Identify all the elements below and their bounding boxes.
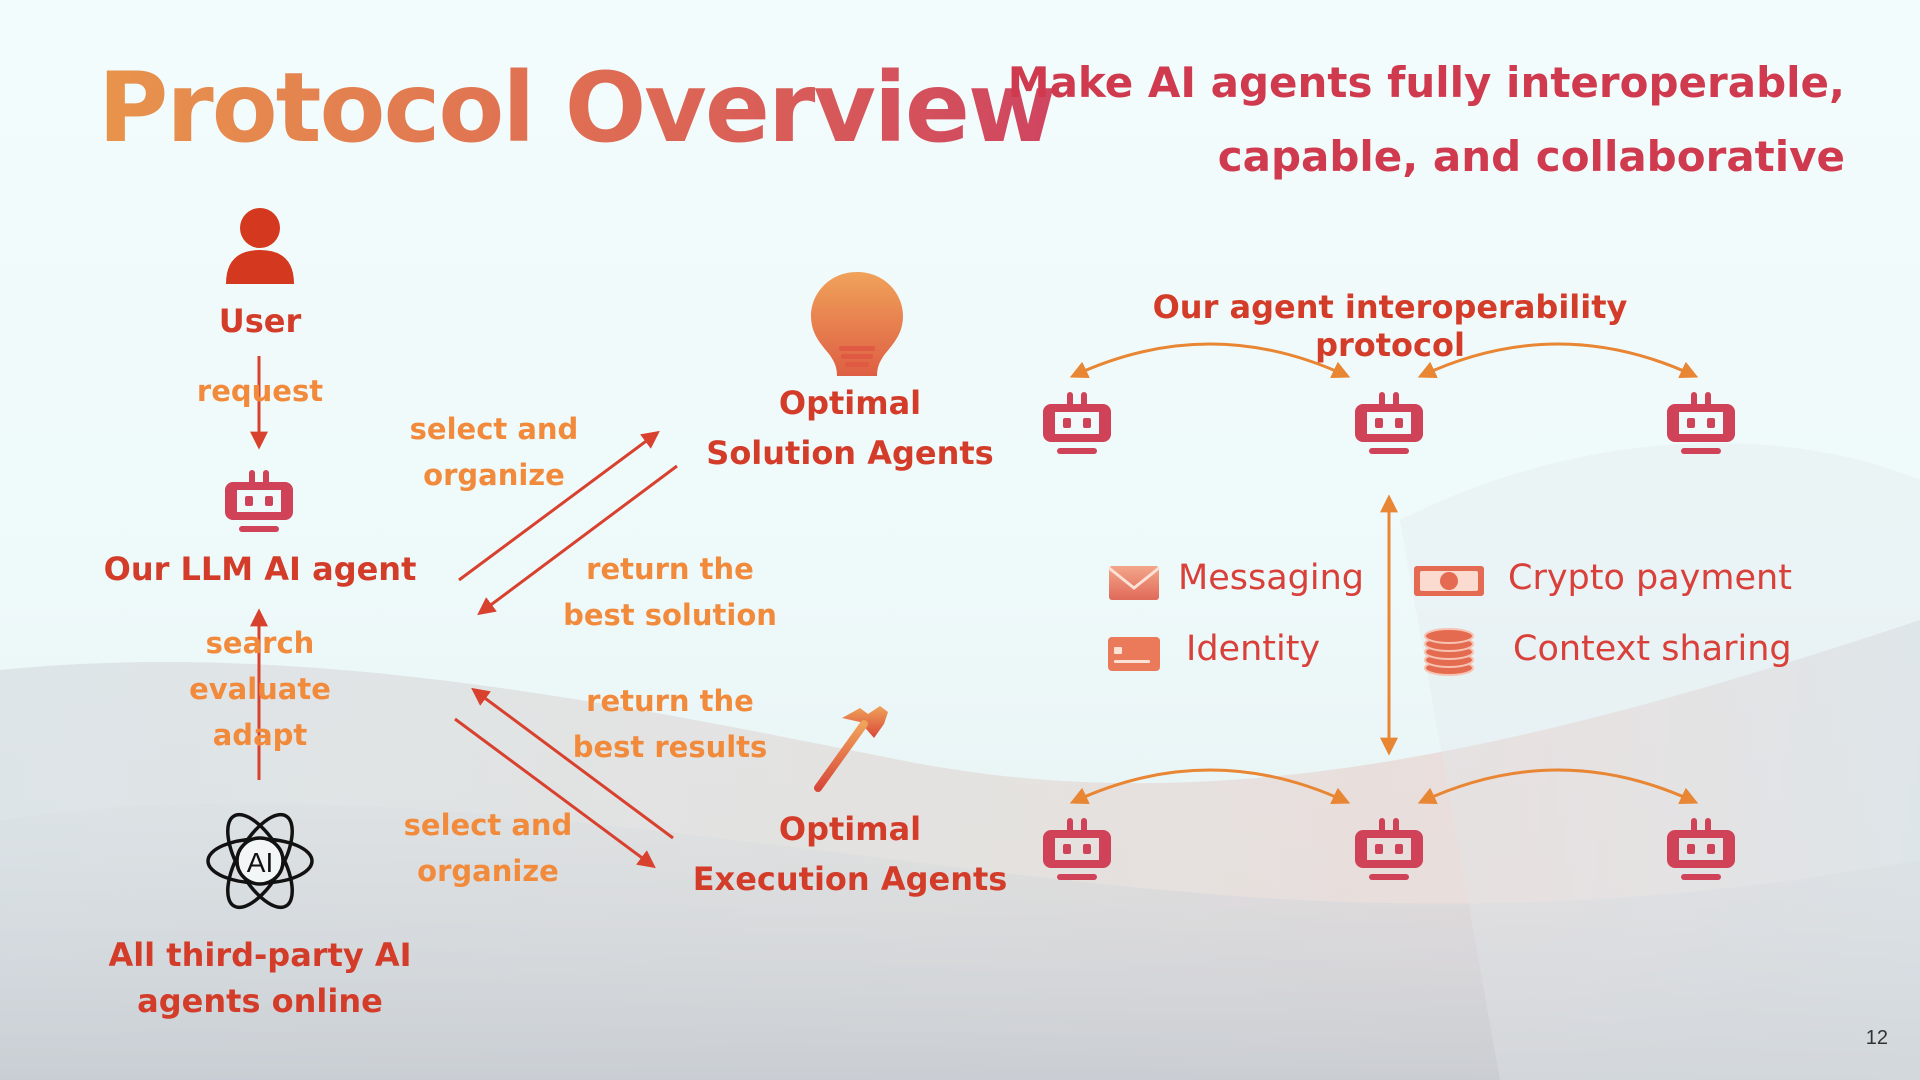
protocol-robot-top-1: [1043, 392, 1111, 454]
slide-title: Protocol Overview: [98, 52, 1057, 164]
feature-context-sharing: Context sharing: [1513, 629, 1792, 669]
select-organize-bottom-label: select and organize: [403, 808, 573, 888]
coin-stack-icon: [1424, 628, 1474, 676]
feature-messaging: Messaging: [1178, 558, 1364, 598]
arrow-return-solution: [477, 464, 678, 616]
request-label: request: [196, 374, 324, 408]
protocol-robot-bottom-3: [1667, 818, 1735, 880]
feature-identity: Identity: [1186, 629, 1321, 669]
tagline-line-1: Make AI agents fully interoperable,: [1007, 58, 1845, 107]
protocol-robot-top-3: [1667, 392, 1735, 454]
protocol-robot-bottom-1: [1043, 818, 1111, 880]
user-label: User: [218, 302, 302, 340]
hammer-icon: [814, 706, 888, 792]
id-card-icon: [1108, 637, 1160, 671]
solution-agents-label: Optimal Solution Agents: [706, 384, 994, 472]
protocol-robot-bottom-2: [1355, 818, 1423, 880]
connector-top-2-3: [1417, 342, 1699, 379]
slide-tagline: Make AI agents fully interoperable, capa…: [945, 46, 1845, 194]
search-evaluate-adapt-labels: search evaluate adapt: [160, 620, 360, 758]
arrow-return-results: [471, 687, 674, 840]
connector-bottom-1-2: [1069, 768, 1351, 805]
connector-top-1-2: [1069, 342, 1351, 379]
feature-crypto-payment: Crypto payment: [1508, 558, 1792, 598]
arrow-select-solution: [458, 430, 660, 582]
user-icon: [226, 208, 294, 284]
evaluate-label: evaluate: [189, 672, 331, 706]
ai-atom-text: AI: [247, 847, 273, 878]
adapt-label: adapt: [212, 718, 308, 752]
connector-bottom-2-3: [1417, 768, 1699, 805]
select-organize-top-label: select and organize: [409, 412, 579, 492]
llm-robot-icon: [225, 470, 293, 532]
third-party-agents-label: All third-party AI agents online: [108, 936, 412, 1020]
return-solution-label: return the best solution: [563, 552, 777, 632]
ai-atom-icon: [206, 812, 314, 910]
protocol-robot-top-2: [1355, 392, 1423, 454]
tagline-line-2: capable, and collaborative: [1217, 132, 1845, 181]
llm-agent-label: Our LLM AI agent: [103, 550, 417, 588]
execution-agents-label: Optimal Execution Agents: [692, 810, 1008, 898]
envelope-icon: [1108, 566, 1160, 600]
banknote-icon: [1414, 566, 1484, 596]
search-label: search: [205, 626, 315, 660]
protocol-title: Our agent interoperability protocol: [1152, 288, 1628, 364]
lightbulb-icon: [811, 272, 903, 376]
arrow-select-execution: [454, 717, 656, 869]
page-number: 12: [1865, 1027, 1888, 1049]
return-results-label: return the best results: [572, 684, 768, 764]
